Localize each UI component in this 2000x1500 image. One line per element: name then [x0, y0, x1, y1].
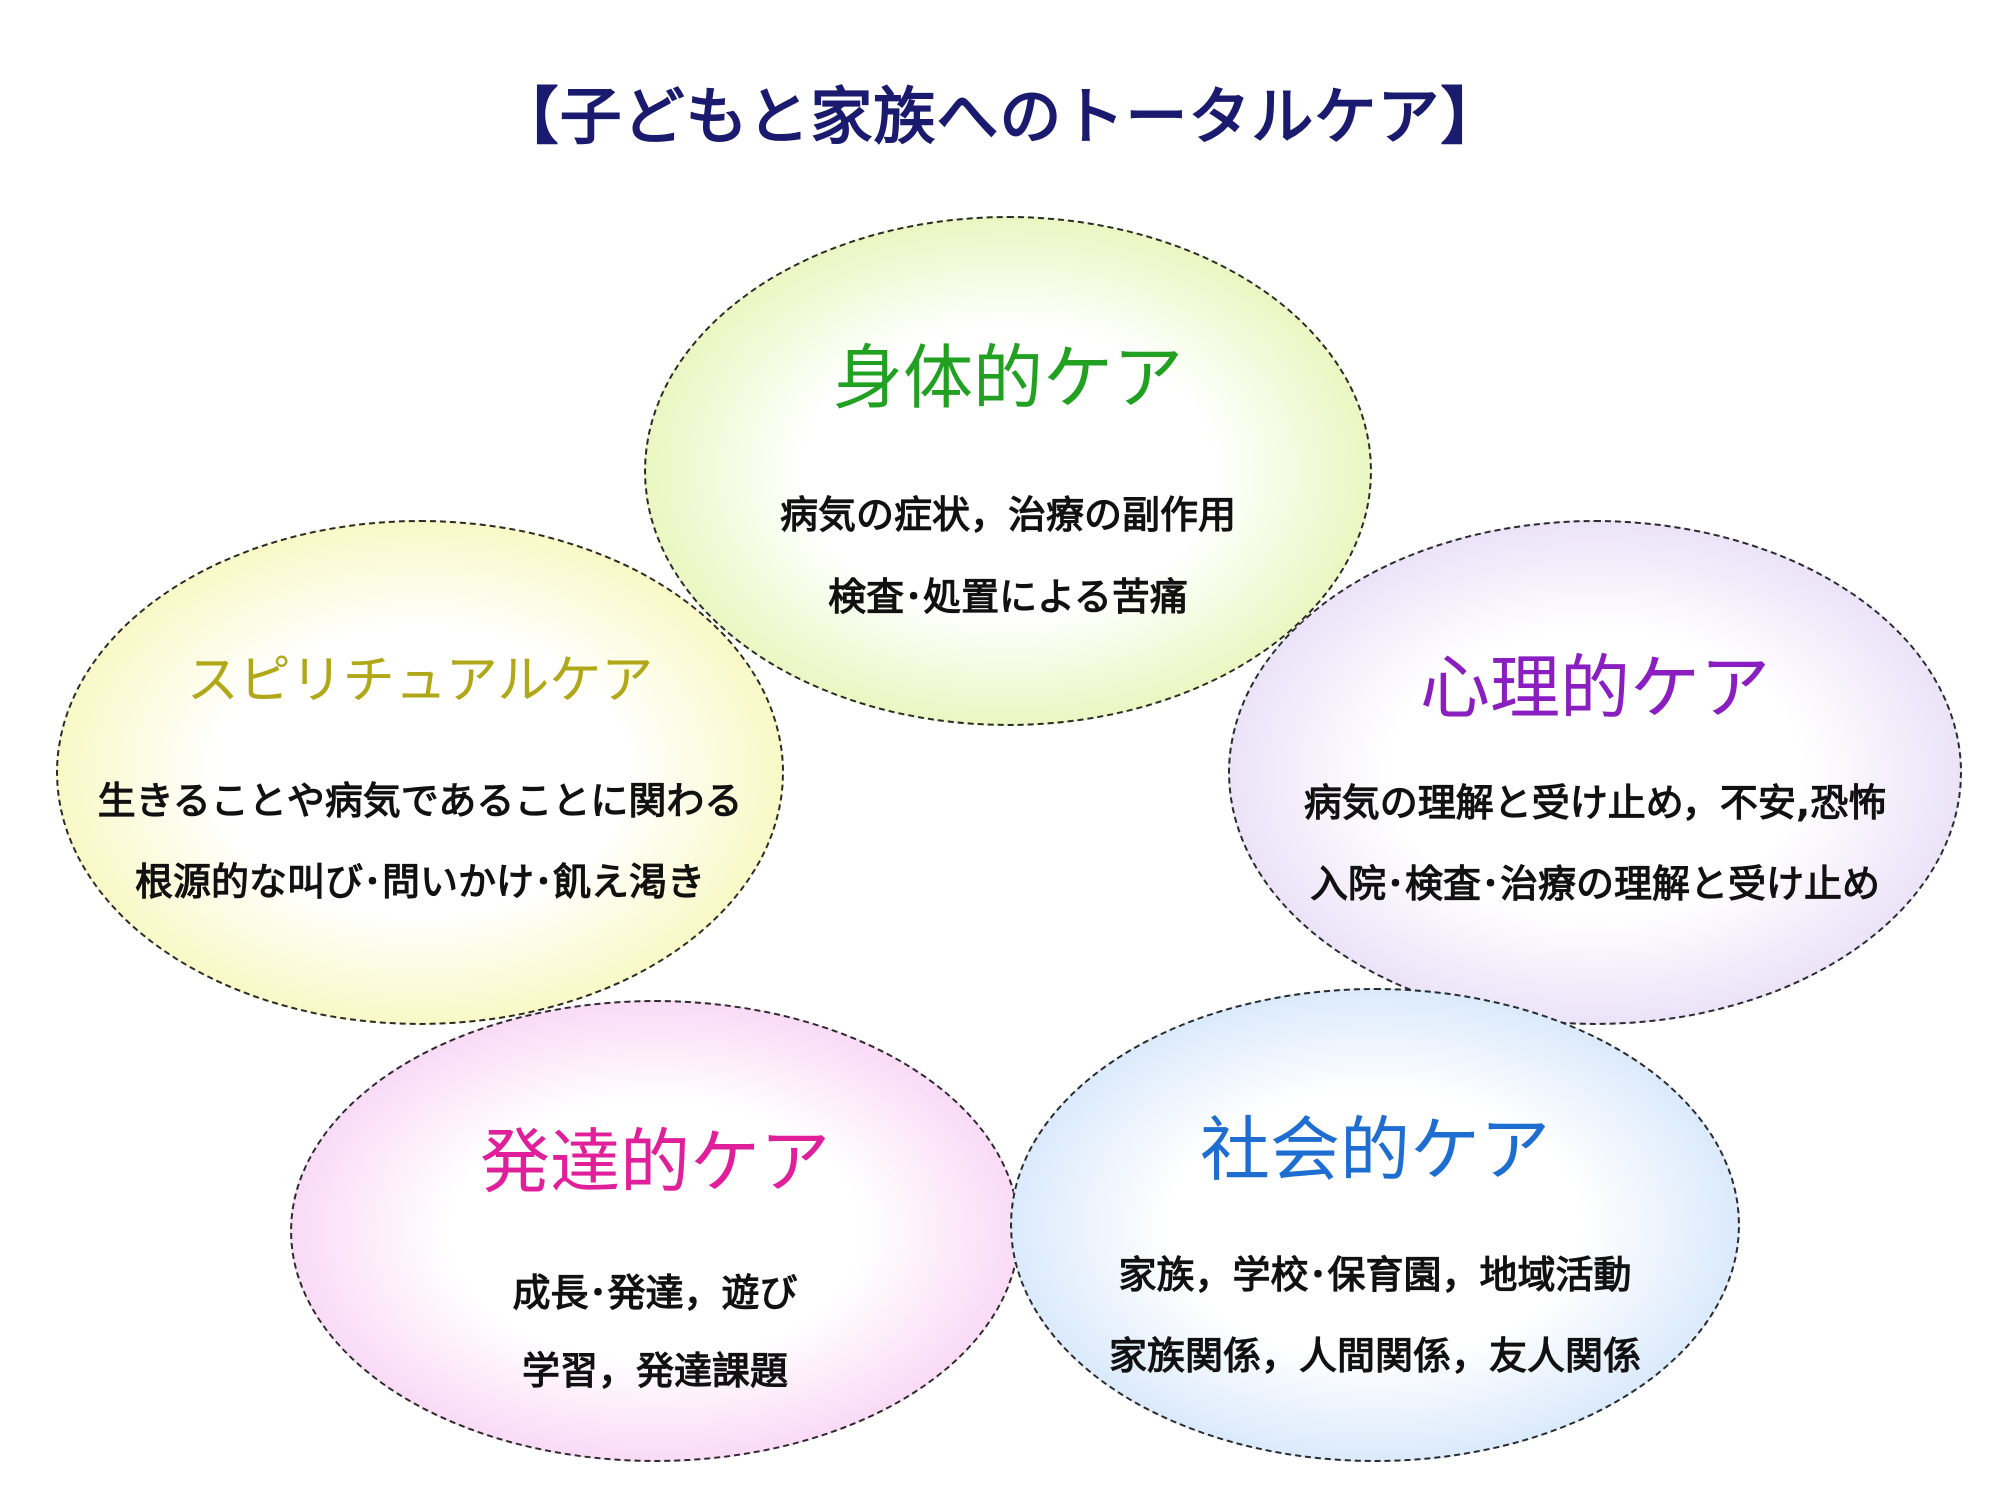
spiritual-care-line-2: 根源的な叫び･問いかけ･飢え渇き	[134, 860, 705, 904]
psychological-care-ellipse	[1228, 520, 1962, 1025]
spiritual-care-heading: スピリチュアルケア	[186, 651, 654, 711]
social-care-heading: 社会的ケア	[1200, 1109, 1550, 1191]
physical-care-ellipse	[644, 216, 1372, 726]
psychological-care-line-1: 病気の理解と受け止め，不安,恐怖	[1303, 781, 1887, 825]
psychological-care-line-2: 入院･検査･治療の理解と受け止め	[1309, 862, 1880, 906]
physical-care-line-1: 病気の症状，治療の副作用	[779, 493, 1236, 537]
physical-care-heading: 身体的ケア	[833, 337, 1183, 419]
developmental-care-line-2: 学習，発達課題	[521, 1349, 788, 1393]
social-care-ellipse	[1010, 988, 1740, 1462]
social-care-line-1: 家族，学校･保育園，地域活動	[1118, 1253, 1632, 1297]
spiritual-care-ellipse	[56, 520, 784, 1025]
physical-care-line-2: 検査･処置による苦痛	[828, 575, 1188, 619]
developmental-care-line-1: 成長･発達，遊び	[512, 1271, 798, 1315]
developmental-care-ellipse	[290, 1000, 1020, 1462]
social-care-line-2: 家族関係，人間関係，友人関係	[1108, 1334, 1641, 1378]
psychological-care-heading: 心理的ケア	[1420, 647, 1770, 729]
developmental-care-heading: 発達的ケア	[480, 1121, 830, 1203]
diagram-title: 【子どもと家族へのトータルケア】	[496, 80, 1504, 153]
spiritual-care-line-1: 生きることや病気であることに関わる	[97, 779, 743, 823]
